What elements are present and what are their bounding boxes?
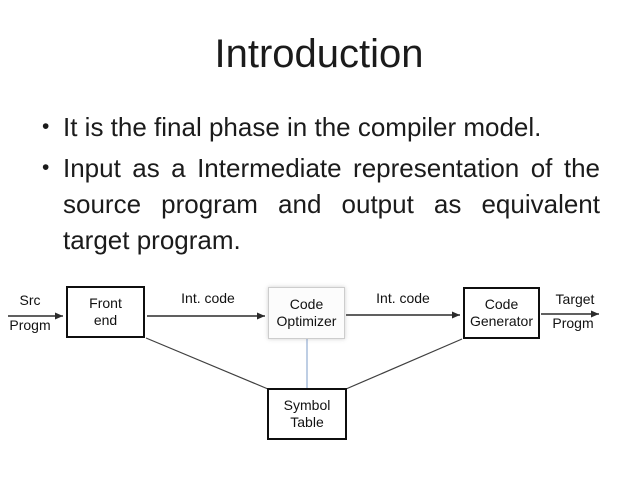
bullet-item-2: • Input as a Intermediate representation… <box>42 150 600 258</box>
symbol-table-label-line2: Table <box>290 414 324 430</box>
bullet-text-2-line-3: target program. <box>63 225 241 255</box>
bullet-text-2-line-2: source program and output as equivalent <box>63 189 600 219</box>
code-generator-box: Code Generator <box>463 287 540 339</box>
bullet-item-1: • It is the final phase in the compiler … <box>42 109 600 145</box>
target-label-line2: Progm <box>552 315 594 331</box>
code-generator-label-line1: Code <box>484 296 519 312</box>
bullet-text-2-line-1: Input as a Intermediate representation o… <box>63 153 600 183</box>
code-generator-label-line2: Generator <box>469 313 534 329</box>
code-optimizer-label-line1: Code <box>289 296 324 312</box>
front-end-label-line2: end <box>93 312 118 328</box>
slide-title: Introduction <box>214 32 424 76</box>
bullet-list: • It is the final phase in the compiler … <box>42 109 600 263</box>
code-optimizer-box: Code Optimizer <box>268 287 345 339</box>
symbol-table-label-line1: Symbol <box>283 397 331 413</box>
src-label-line1: Src <box>19 292 41 308</box>
int-code-label-right: Int. code <box>376 290 430 306</box>
bullet-text-1: It is the final phase in the compiler mo… <box>63 112 542 142</box>
bullet-marker: • <box>42 115 50 138</box>
code-optimizer-label-line2: Optimizer <box>276 313 337 329</box>
front-end-box: Front end <box>66 286 145 338</box>
symbol-table-box: Symbol Table <box>267 388 347 440</box>
src-label-line2: Progm <box>9 317 51 333</box>
bullet-marker: • <box>42 156 50 179</box>
target-label-line1: Target <box>555 291 595 307</box>
front-end-label-line1: Front <box>89 295 122 311</box>
line-front-end-to-symbol-table <box>145 337 269 390</box>
int-code-label-left: Int. code <box>181 290 235 306</box>
line-generator-to-symbol-table <box>345 338 463 390</box>
